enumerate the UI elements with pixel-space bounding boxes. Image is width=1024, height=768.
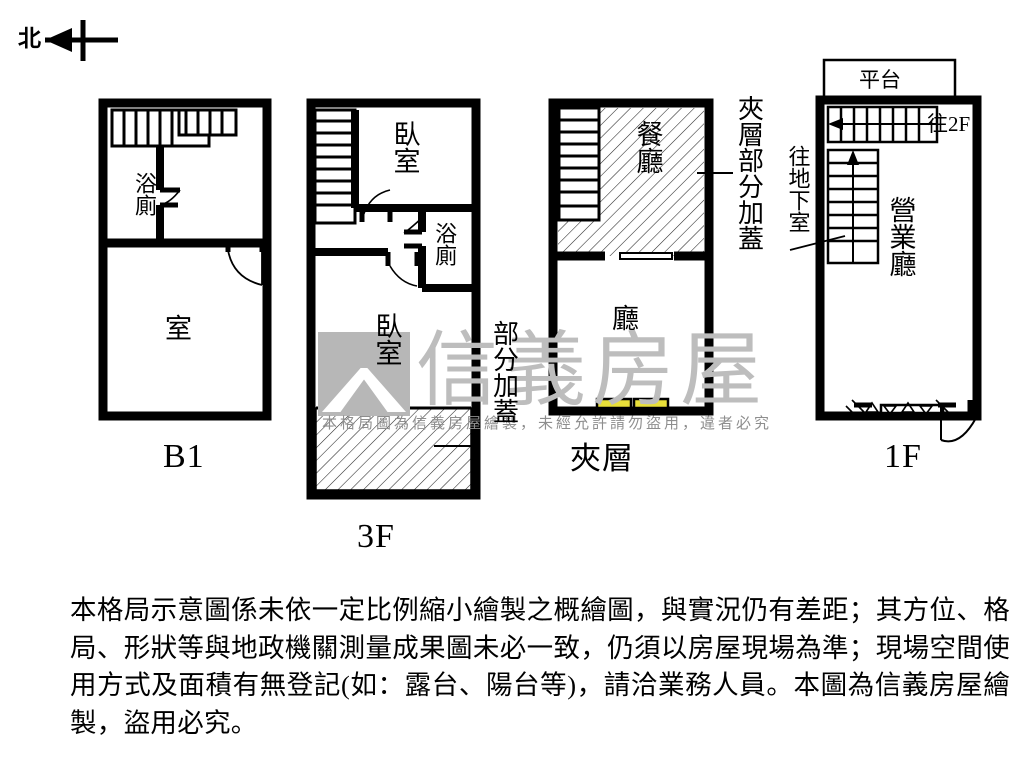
room-label-3f-bathroom: 浴廁 bbox=[432, 222, 458, 266]
north-label: 北 bbox=[18, 26, 41, 51]
note-3f-partial-cover: 部分加蓋 bbox=[489, 320, 519, 424]
watermark-notice: 本格局圖為信義房屋繪製，未經允許請勿盜用，違者必究 bbox=[322, 415, 773, 432]
disclaimer-text: 本格局示意圖係未依一定比例縮小繪製之概繪圖，與實況仍有差距；其方位、格局、形狀等… bbox=[70, 595, 1010, 738]
callout-1f-to-2f: 往2F bbox=[927, 112, 971, 136]
floor-tag-mezzanine: 夾層 bbox=[570, 441, 634, 476]
room-label-1f-shop-hall: 營業廳 bbox=[885, 196, 916, 277]
floor-tag-3f: 3F bbox=[357, 518, 395, 555]
room-label-mezzanine-living: 廳 bbox=[612, 304, 639, 334]
note-mezzanine-partial-cover: 夾層部分加蓋 bbox=[734, 95, 764, 251]
callout-1f-to-basement: 往地下室 bbox=[785, 145, 811, 233]
plan-b1 bbox=[98, 98, 272, 421]
floor-tag-b1: B1 bbox=[163, 438, 205, 475]
mezzanine-staircase bbox=[557, 106, 601, 222]
room-label-3f-bedroom-2: 臥室 bbox=[371, 312, 402, 366]
north-arrow-icon bbox=[45, 20, 118, 61]
plan-mezzanine bbox=[548, 98, 733, 416]
f1-stairs-up bbox=[826, 105, 939, 144]
floor-tag-1f: 1F bbox=[884, 438, 922, 475]
room-label-3f-bedroom-1: 臥室 bbox=[389, 120, 420, 174]
f3-staircase bbox=[313, 108, 357, 225]
f1-stairs-down bbox=[826, 148, 880, 265]
plan-1f bbox=[789, 58, 982, 443]
room-label-mezzanine-dining: 餐廳 bbox=[632, 120, 663, 174]
room-label-1f-platform: 平台 bbox=[859, 68, 901, 92]
b1-staircase bbox=[110, 108, 238, 148]
room-label-b1-room: 室 bbox=[165, 314, 192, 344]
room-label-b1-bathroom: 浴廁 bbox=[132, 172, 157, 216]
